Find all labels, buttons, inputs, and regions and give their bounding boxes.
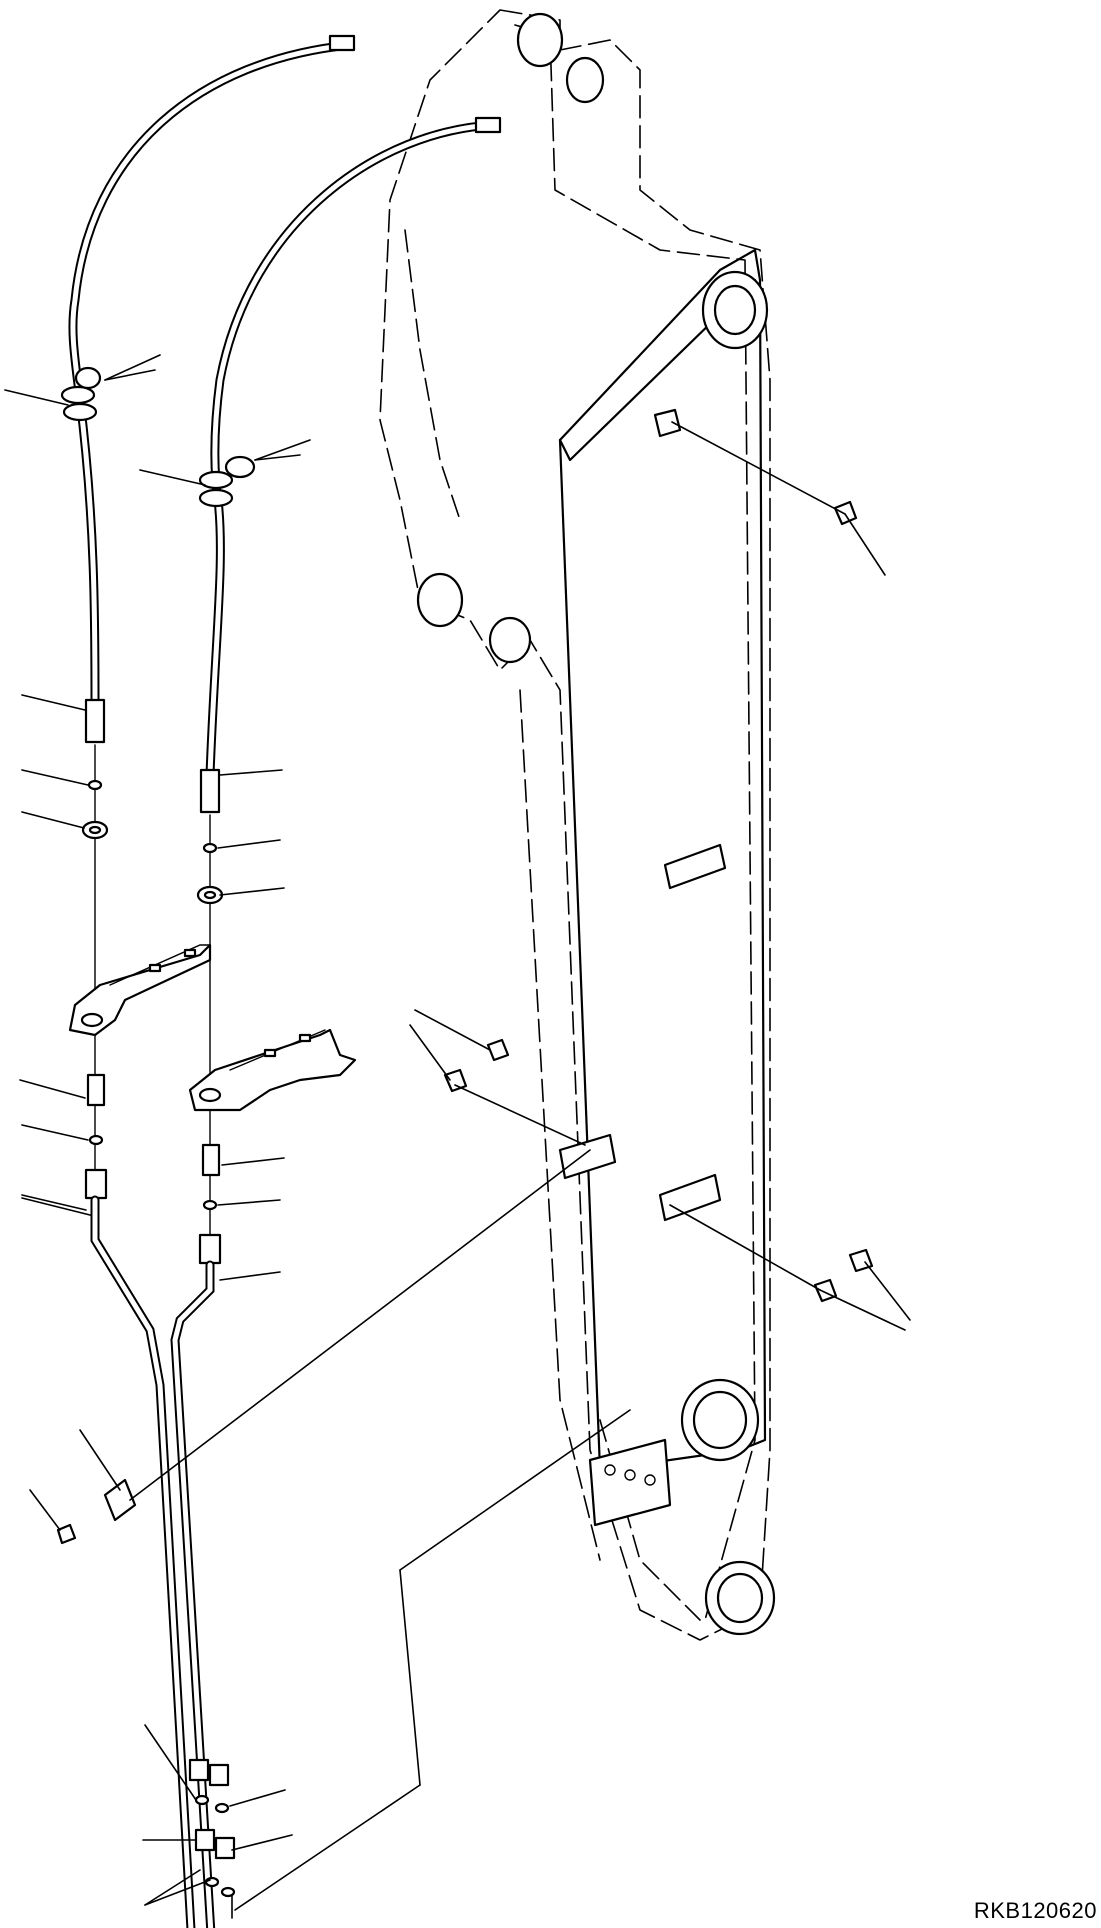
- leader-lines: [4, 354, 911, 1919]
- hose-right-coil-clamp: [224, 455, 256, 479]
- bottom-fittings: [188, 1758, 236, 1898]
- arm-clamp-blocks: [558, 408, 727, 1527]
- hose-right-lower-fitting: [199, 768, 221, 814]
- right-fitting-stack: [196, 814, 224, 1265]
- steel-tubes: [90, 1195, 216, 1928]
- hose-left-end-fitting: [328, 34, 356, 52]
- bracket-right: [188, 1028, 357, 1112]
- bracket-left: [68, 943, 212, 1037]
- hose-left: [60, 34, 356, 744]
- bolts: [443, 500, 874, 1303]
- drawing-code-label: RKB120620: [973, 1898, 1097, 1923]
- hose-left-coil-clamp: [74, 366, 102, 390]
- hose-left-lower-fitting: [84, 698, 106, 744]
- hose-left-clamp-2: [62, 402, 98, 422]
- tube-clamp-and-bolt: [56, 1478, 137, 1545]
- hose-right: [198, 116, 502, 814]
- hose-right-clamp-1: [198, 470, 234, 490]
- left-fitting-stack: [81, 744, 109, 1200]
- hose-right-end-fitting: [474, 116, 502, 134]
- hose-right-clamp-2: [198, 488, 234, 508]
- hose-left-clamp-1: [60, 385, 96, 405]
- arm-pin-bores: [416, 12, 776, 1636]
